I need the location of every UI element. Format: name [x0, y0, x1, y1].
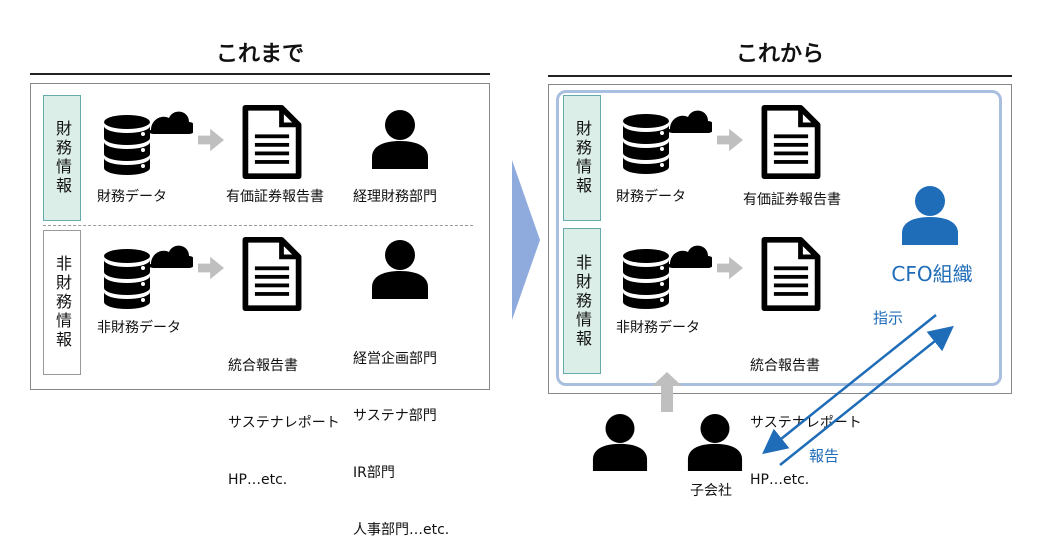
document-icon [241, 236, 303, 312]
right-financial-report-label: 有価証券報告書 [743, 192, 841, 208]
dept-line: IR部門 [353, 465, 395, 481]
instruction-label: 指示 [873, 309, 904, 327]
right-nonfinancial-category-text: 非財務情報 [573, 253, 592, 349]
report-line: HP…etc. [750, 472, 810, 488]
subsidiary-person-icon [686, 412, 744, 472]
instruction-arrow [762, 314, 937, 455]
person-icon [370, 238, 430, 300]
left-nonfinancial-report-list: 統合報告書 サステナレポート HP…etc. [228, 319, 340, 509]
cfo-person-icon [900, 184, 960, 246]
report-line: サステナレポート [750, 415, 862, 431]
right-nonfinancial-data-label: 非財務データ [616, 320, 700, 336]
dept-line: 人事部門…etc. [353, 522, 450, 538]
database-cloud-icon [103, 104, 193, 176]
left-nonfinancial-category: 非財務情報 [43, 230, 81, 375]
cfo-label: CFO組織 [891, 262, 973, 286]
left-financial-report-label: 有価証券報告書 [226, 189, 324, 205]
right-financial-category: 財務情報 [563, 95, 601, 221]
cfo-organization-box [556, 90, 1002, 386]
left-financial-data-label: 財務データ [97, 189, 167, 205]
left-nonfinancial-dept-list: 経営企画部門 サステナ部門 IR部門 人事部門…etc. [353, 312, 449, 559]
arrow-right-icon [717, 127, 743, 153]
right-nonfinancial-report-list: 統合報告書 サステナレポート HP…etc. [750, 319, 862, 509]
right-financial-category-text: 財務情報 [573, 120, 592, 196]
database-cloud-icon [103, 238, 193, 310]
arrow-up-icon [652, 372, 682, 412]
left-financial-category-text: 財務情報 [53, 120, 72, 196]
document-icon [760, 104, 822, 180]
document-icon [760, 236, 822, 312]
right-nonfinancial-category: 非財務情報 [563, 228, 601, 374]
chevron-right-icon [512, 160, 540, 320]
report-arrow [779, 325, 954, 466]
database-cloud-icon [622, 103, 712, 175]
left-title: これまで [215, 42, 304, 67]
database-cloud-icon [622, 238, 712, 310]
right-title: これから [735, 42, 824, 67]
instruction-report-arrows [762, 314, 954, 466]
left-financial-dept-label: 経理財務部門 [353, 189, 437, 205]
report-line: サステナレポート [228, 415, 340, 431]
row-divider [43, 225, 473, 226]
arrow-right-icon [717, 255, 743, 281]
report-arrow-label: 報告 [809, 447, 840, 465]
left-nonfinancial-category-text: 非財務情報 [53, 255, 72, 350]
arrow-right-icon [198, 255, 224, 281]
subsidiary-label: 子会社 [690, 483, 732, 499]
right-title-rule [548, 75, 1012, 77]
subsidiary-person-icon [591, 412, 649, 472]
report-line: HP…etc. [228, 472, 288, 488]
dept-line: サステナ部門 [353, 408, 437, 424]
dept-line: 経営企画部門 [353, 351, 437, 367]
right-financial-data-label: 財務データ [616, 189, 686, 205]
left-nonfinancial-data-label: 非財務データ [97, 320, 181, 336]
document-icon [241, 104, 303, 180]
left-title-rule [30, 73, 490, 75]
person-icon [370, 108, 430, 170]
report-line: 統合報告書 [750, 358, 820, 374]
left-financial-category: 財務情報 [43, 95, 81, 221]
report-line: 統合報告書 [228, 358, 298, 374]
arrow-right-icon [198, 127, 224, 153]
